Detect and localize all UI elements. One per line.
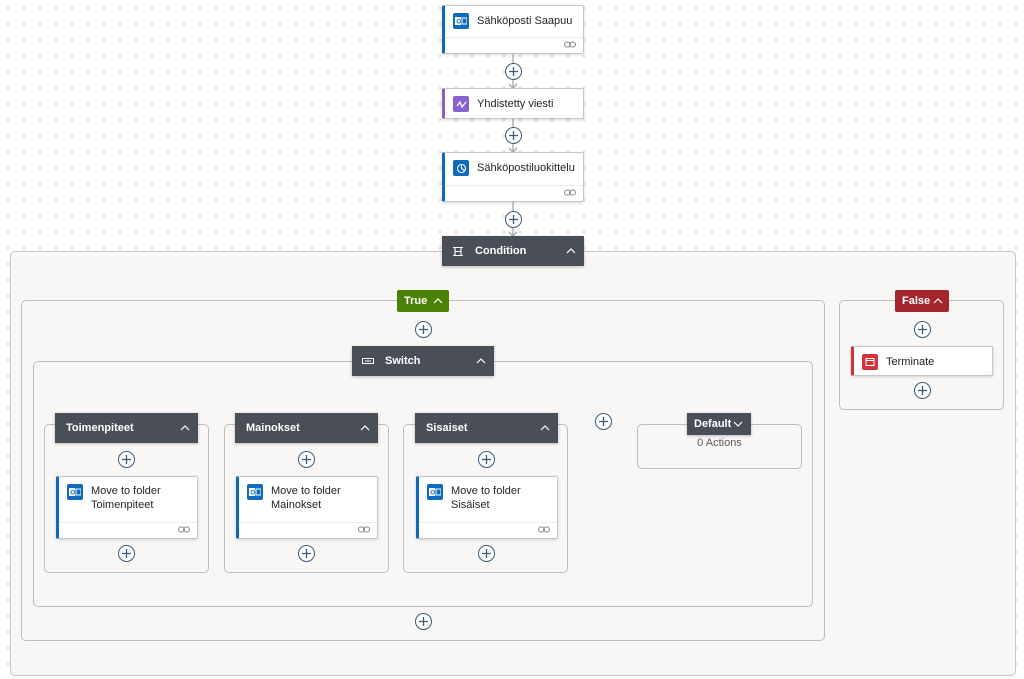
- chevron-up-icon[interactable]: [566, 248, 576, 254]
- plus-icon: [918, 386, 927, 395]
- plus-icon: [302, 549, 311, 558]
- add-step-button[interactable]: [298, 545, 315, 562]
- plus-icon: [599, 417, 608, 426]
- action-title-line2: Mainokset: [271, 499, 322, 511]
- add-step-button[interactable]: [478, 451, 495, 468]
- true-branch-label: True: [404, 295, 428, 307]
- case-header-sisaiset[interactable]: Sisaiset: [415, 413, 558, 443]
- case-header-mainokset[interactable]: Mainokset: [235, 413, 378, 443]
- outlook-icon: O: [247, 484, 263, 500]
- add-step-button[interactable]: [415, 613, 432, 630]
- add-step-button[interactable]: [505, 63, 522, 80]
- chevron-up-icon[interactable]: [360, 425, 370, 431]
- case-title: Sisaiset: [426, 422, 468, 434]
- svg-text:O: O: [250, 490, 255, 497]
- outlook-icon: O: [453, 13, 469, 29]
- add-step-button[interactable]: [505, 127, 522, 144]
- move-to-folder-card-sisaiset[interactable]: O Move to folder Sisäiset: [416, 476, 558, 539]
- plus-icon: [509, 67, 518, 76]
- condition-icon: [453, 246, 463, 256]
- combined-message-title: Yhdistetty viesti: [477, 98, 554, 110]
- chevron-up-icon[interactable]: [180, 425, 190, 431]
- link-icon: [178, 526, 190, 533]
- link-icon: [564, 41, 576, 48]
- terminate-title: Terminate: [886, 356, 935, 368]
- add-step-button[interactable]: [914, 382, 931, 399]
- plus-icon: [419, 325, 428, 334]
- true-branch-badge[interactable]: True: [397, 290, 449, 312]
- plus-icon: [419, 617, 428, 626]
- move-to-folder-card-mainokset[interactable]: O Move to folder Mainokset: [236, 476, 378, 539]
- link-icon: [538, 526, 550, 533]
- add-case-button[interactable]: [595, 413, 612, 430]
- terminate-icon: [862, 354, 878, 370]
- trigger-title: Sähköposti Saapuu: [477, 15, 573, 27]
- plus-icon: [482, 549, 491, 558]
- condition-title: Condition: [475, 245, 527, 257]
- action-title-line1: Move to folder: [91, 485, 161, 497]
- add-step-button[interactable]: [415, 321, 432, 338]
- chevron-down-icon[interactable]: [733, 421, 743, 427]
- add-step-button[interactable]: [505, 211, 522, 228]
- link-icon: [564, 189, 576, 196]
- chevron-up-icon[interactable]: [476, 358, 486, 364]
- plus-icon: [509, 131, 518, 140]
- svg-text:O: O: [70, 490, 75, 497]
- action-title-line1: Move to folder: [451, 485, 521, 497]
- plus-icon: [482, 455, 491, 464]
- add-step-button[interactable]: [298, 451, 315, 468]
- link-icon: [358, 526, 370, 533]
- plus-icon: [122, 455, 131, 464]
- svg-text:O: O: [430, 490, 435, 497]
- case-title: Mainokset: [246, 422, 300, 434]
- outlook-icon: O: [67, 484, 83, 500]
- default-case-header[interactable]: Default: [687, 413, 751, 435]
- email-classification-card[interactable]: Sähköpostiluokittelu: [442, 152, 584, 202]
- switch-header[interactable]: Switch: [352, 346, 494, 376]
- switch-title: Switch: [385, 355, 421, 367]
- svg-text:O: O: [456, 19, 461, 26]
- email-classification-title: Sähköpostiluokittelu: [477, 162, 575, 174]
- add-step-button[interactable]: [478, 545, 495, 562]
- plus-icon: [302, 455, 311, 464]
- outlook-icon: O: [427, 484, 443, 500]
- action-title-line2: Toimenpiteet: [91, 499, 154, 511]
- add-step-button[interactable]: [914, 321, 931, 338]
- plus-icon: [918, 325, 927, 334]
- chevron-up-icon[interactable]: [433, 298, 443, 304]
- action-title-line1: Move to folder: [271, 485, 341, 497]
- plus-icon: [122, 549, 131, 558]
- case-title: Toimenpiteet: [66, 422, 134, 434]
- add-step-button[interactable]: [118, 451, 135, 468]
- false-branch-label: False: [902, 295, 931, 307]
- ai-prompt-icon: [453, 96, 469, 112]
- action-title-line2: Sisäiset: [451, 499, 490, 511]
- switch-icon: [362, 358, 374, 364]
- trigger-card[interactable]: O Sähköposti Saapuu: [442, 5, 584, 54]
- case-header-toimenpiteet[interactable]: Toimenpiteet: [55, 413, 198, 443]
- add-step-button[interactable]: [118, 545, 135, 562]
- condition-scope: [10, 251, 1016, 676]
- default-case-title: Default: [694, 418, 732, 430]
- default-empty-text: 0 Actions: [697, 437, 742, 449]
- false-branch-badge[interactable]: False: [895, 290, 949, 312]
- terminate-card[interactable]: Terminate: [851, 346, 993, 376]
- classification-icon: [453, 160, 469, 176]
- chevron-up-icon[interactable]: [933, 298, 943, 304]
- move-to-folder-card-toimenpiteet[interactable]: O Move to folder Toimenpiteet: [56, 476, 198, 539]
- combined-message-card[interactable]: Yhdistetty viesti: [442, 88, 584, 119]
- plus-icon: [509, 215, 518, 224]
- chevron-up-icon[interactable]: [540, 425, 550, 431]
- condition-header[interactable]: Condition: [442, 236, 584, 266]
